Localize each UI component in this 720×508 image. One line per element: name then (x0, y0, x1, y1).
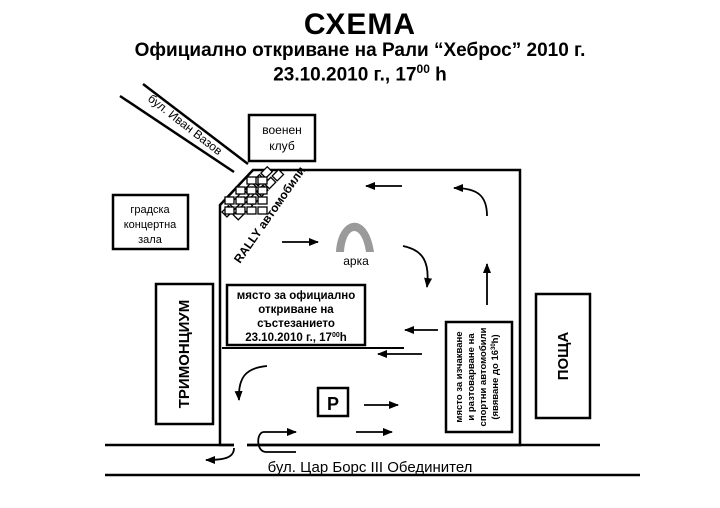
military-club-label-2: клуб (269, 139, 295, 153)
waiting-area-box (444, 320, 514, 434)
ivan-vazov-label: бул. Иван Вазов (145, 91, 225, 158)
concert-hall-label-2: концертна (124, 219, 177, 231)
waiting-label-4: (явяване до 1630h) (490, 334, 501, 419)
opening-label-1: място за официално (237, 290, 355, 302)
arrow-entry-uturn (257, 428, 297, 453)
traffic-arrows (205, 182, 491, 464)
waiting-label-2: и разтоварване на (466, 333, 477, 421)
post-office-building (534, 292, 592, 420)
opening-label-4: 23.10.2010 г., 1700h (245, 332, 347, 344)
diagram-title: СХЕМА (303, 8, 417, 41)
diagram-datetime: 23.10.2010 г., 1700 h (273, 62, 447, 86)
parking-box (316, 386, 350, 418)
opening-label-2: откриване на (258, 304, 334, 316)
arrow-top-right-curve (453, 184, 488, 217)
arch-label: арка (343, 254, 369, 268)
post-office-label: ПОЩА (555, 332, 572, 381)
arch-icon (336, 222, 374, 252)
military-club-label-1: военен (262, 123, 302, 137)
opening-area-box (225, 283, 367, 347)
waiting-label-3: спортни автомобили (478, 327, 489, 426)
ivan-vazov-boulevard (119, 83, 249, 174)
military-club-building (247, 113, 317, 163)
waiting-label-1: място за изчакване (454, 331, 465, 422)
arrow-exit-left (205, 447, 235, 464)
parking-label: P (327, 394, 339, 414)
concert-hall-label-3: зала (138, 234, 163, 246)
opening-label-3: състезанието (257, 318, 335, 330)
concert-hall-label-1: градска (130, 204, 170, 216)
trimontsium-label: ТРИМОНЦИУМ (176, 300, 193, 409)
tsar-boris-boulevard (105, 443, 640, 477)
tsar-boris-label: бул. Цар Борс III Обединител (268, 459, 473, 476)
arrow-down-left (234, 365, 268, 401)
concert-hall-building (111, 193, 190, 251)
diagram-subtitle: Официално откриване на Рали “Хеброс” 201… (134, 40, 586, 61)
trimontsium-building (154, 282, 215, 426)
rally-car-slots (221, 165, 285, 221)
arrow-arch-down (402, 245, 433, 288)
